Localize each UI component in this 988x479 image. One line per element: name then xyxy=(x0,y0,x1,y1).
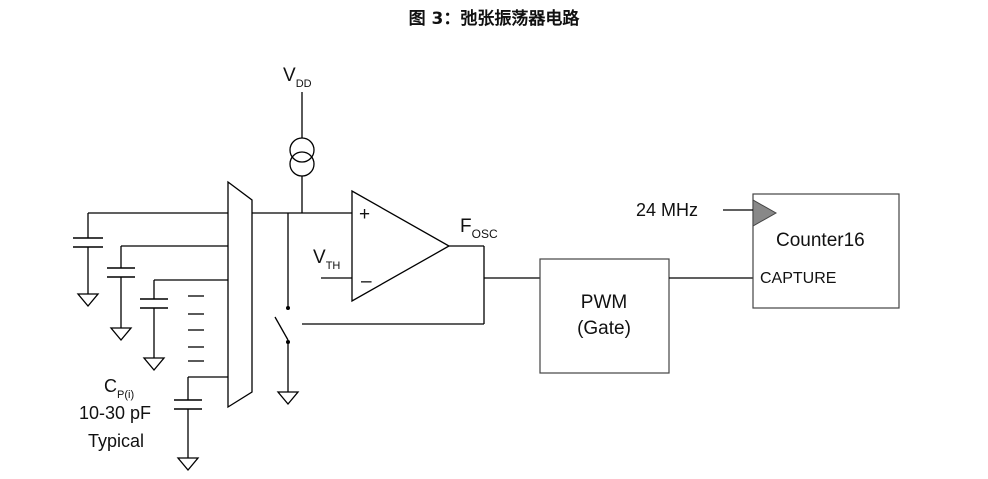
figure-title: 图 3：弛张振荡器电路 xyxy=(408,9,580,29)
vth-label: VTH xyxy=(313,247,340,272)
current-source xyxy=(289,92,315,213)
multiplexer xyxy=(227,180,253,409)
comparator-minus-sign: – xyxy=(361,271,372,292)
cp-range-label: 10-30 pF xyxy=(79,403,151,423)
fosc-wire xyxy=(302,245,540,325)
cp-label: CP(i) xyxy=(104,376,134,401)
counter16-label: Counter16 xyxy=(776,230,865,251)
comparator-plus-sign: + xyxy=(359,204,370,225)
sensor-capacitor-2 xyxy=(107,245,228,342)
discharge-switch xyxy=(274,213,300,406)
sensor-capacitor-3 xyxy=(140,279,228,372)
sensor-capacitor-cp xyxy=(174,376,228,472)
clock-label: 24 MHz xyxy=(636,200,698,220)
pwm-label: PWM xyxy=(581,292,627,313)
capture-label: CAPTURE xyxy=(760,270,836,287)
pwm-gate-label: (Gate) xyxy=(577,318,631,339)
cp-typical-label: Typical xyxy=(88,431,144,451)
pwm-block xyxy=(539,258,670,374)
comparator xyxy=(321,189,451,303)
clock-input-icon xyxy=(752,199,778,227)
sensor-capacitor-1 xyxy=(73,212,228,308)
fosc-label: FOSC xyxy=(460,216,498,241)
additional-channel-inputs xyxy=(188,295,204,362)
vdd-label: VDD xyxy=(283,65,312,90)
counter16-block xyxy=(752,193,900,309)
